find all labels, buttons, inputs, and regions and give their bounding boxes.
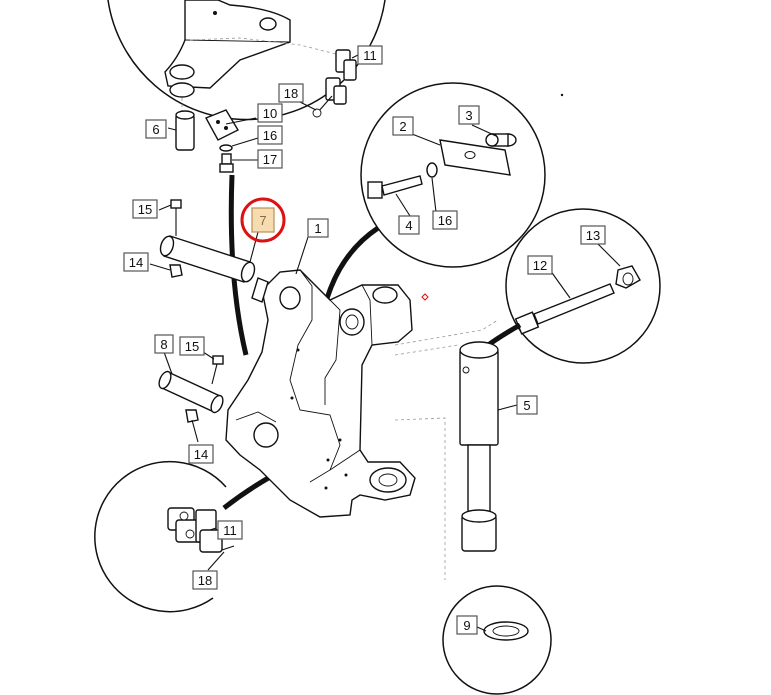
svg-text:4: 4 <box>405 218 412 233</box>
svg-text:12: 12 <box>533 258 547 273</box>
nut-14-lower <box>185 409 199 423</box>
bolt-15-top <box>170 199 182 236</box>
callout-6: 6 <box>145 119 167 139</box>
svg-text:14: 14 <box>129 255 143 270</box>
svg-text:2: 2 <box>399 119 406 134</box>
callout-14-lower: 14 <box>188 444 214 464</box>
callout-4: 4 <box>398 215 420 235</box>
svg-text:10: 10 <box>263 106 277 121</box>
callout-11-top: 11 <box>357 45 383 65</box>
svg-text:18: 18 <box>198 573 212 588</box>
svg-text:15: 15 <box>185 339 199 354</box>
callout-15-top: 15 <box>132 199 158 219</box>
svg-text:16: 16 <box>263 128 277 143</box>
callout-9: 9 <box>456 615 478 635</box>
callout-16-right: 16 <box>432 210 458 230</box>
svg-text:9: 9 <box>463 618 470 633</box>
svg-text:5: 5 <box>523 398 530 413</box>
svg-text:6: 6 <box>152 122 159 137</box>
highlight-ring <box>240 197 286 243</box>
callout-5: 5 <box>516 395 538 415</box>
callout-2: 2 <box>392 116 414 136</box>
callout-18-lower: 18 <box>192 570 218 590</box>
callout-10: 10 <box>257 103 283 123</box>
svg-text:13: 13 <box>586 228 600 243</box>
callout-13: 13 <box>580 225 606 245</box>
callout-15-lower: 15 <box>179 336 205 356</box>
cylinder-5 <box>459 341 499 552</box>
detail-view-top <box>107 0 386 173</box>
svg-text:11: 11 <box>223 523 237 538</box>
svg-text:7: 7 <box>259 213 266 228</box>
svg-text:18: 18 <box>284 86 298 101</box>
callout-1: 1 <box>307 218 329 238</box>
callout-12: 12 <box>527 255 553 275</box>
bolt-15-lower <box>211 355 224 385</box>
svg-text:3: 3 <box>465 108 472 123</box>
svg-text:17: 17 <box>263 152 277 167</box>
pin-8 <box>158 370 224 414</box>
pin-7 <box>159 235 269 303</box>
svg-text:8: 8 <box>160 337 167 352</box>
detail-view-right-upper <box>360 82 546 268</box>
marker-icon <box>421 293 429 301</box>
callout-14-top: 14 <box>123 252 149 272</box>
svg-text:15: 15 <box>138 202 152 217</box>
svg-text:11: 11 <box>363 48 377 63</box>
callout-leaders <box>149 54 621 632</box>
svg-text:14: 14 <box>194 447 208 462</box>
callout-7-highlighted[interactable]: 7 <box>251 207 275 233</box>
callout-16-top: 16 <box>257 125 283 145</box>
callout-18-top: 18 <box>278 83 304 103</box>
svg-text:1: 1 <box>314 221 321 236</box>
detail-view-right-bolt <box>505 208 661 364</box>
callout-11-lower: 11 <box>217 520 243 540</box>
detail-view-bottom <box>442 585 552 695</box>
nut-14-top <box>169 264 183 278</box>
main-lever-bracket <box>225 269 499 580</box>
svg-text:16: 16 <box>438 213 452 228</box>
callout-17: 17 <box>257 149 283 169</box>
callout-3: 3 <box>458 105 480 125</box>
callout-8: 8 <box>154 334 174 354</box>
